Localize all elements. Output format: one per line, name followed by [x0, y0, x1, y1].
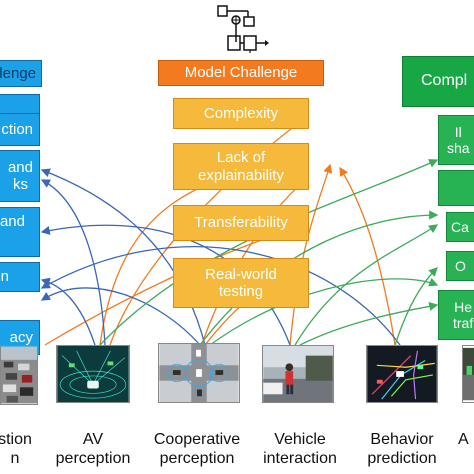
partial-scene-thumbnail — [462, 345, 474, 403]
left-box-5: n — [0, 262, 40, 292]
left-box-2: ction — [0, 113, 40, 146]
right-box-4: O — [446, 251, 474, 281]
explainability-box: Lack of explainability — [173, 143, 309, 190]
left-box-4: and — [0, 207, 40, 257]
model-challenge-header: Model Challenge — [158, 60, 324, 86]
behavior-prediction-thumbnail — [366, 345, 438, 403]
complexity-box: Complexity — [173, 98, 309, 129]
pedestrian-street-thumbnail — [262, 345, 334, 403]
left-header: llenge — [0, 60, 42, 87]
right-box-5: He traf — [438, 290, 474, 340]
left-box-3: and ks — [0, 150, 40, 202]
right-box-3: Ca — [446, 212, 474, 242]
cooperative-intersection-thumbnail — [158, 343, 240, 403]
caption-av-perception: AV perception — [55, 431, 131, 468]
real-world-testing-box: Real-world testing — [173, 258, 309, 308]
caption-behavior-prediction: Behavior prediction — [367, 431, 437, 468]
right-box-2 — [438, 170, 474, 206]
caption-partial: A — [458, 431, 469, 448]
av-perception-thumbnail — [56, 345, 130, 403]
caption-vehicle-interaction: Vehicle interaction — [263, 431, 337, 468]
right-box-1: Il sha — [438, 115, 474, 165]
caption-cooperative-perception: Cooperative perception — [153, 431, 241, 468]
block-diagram-icon — [217, 5, 269, 53]
traffic-scene-thumbnail — [0, 345, 38, 405]
caption-detection: stion n — [0, 431, 32, 468]
right-header: Compl — [402, 56, 474, 107]
transferability-box: Transferability — [173, 205, 309, 241]
